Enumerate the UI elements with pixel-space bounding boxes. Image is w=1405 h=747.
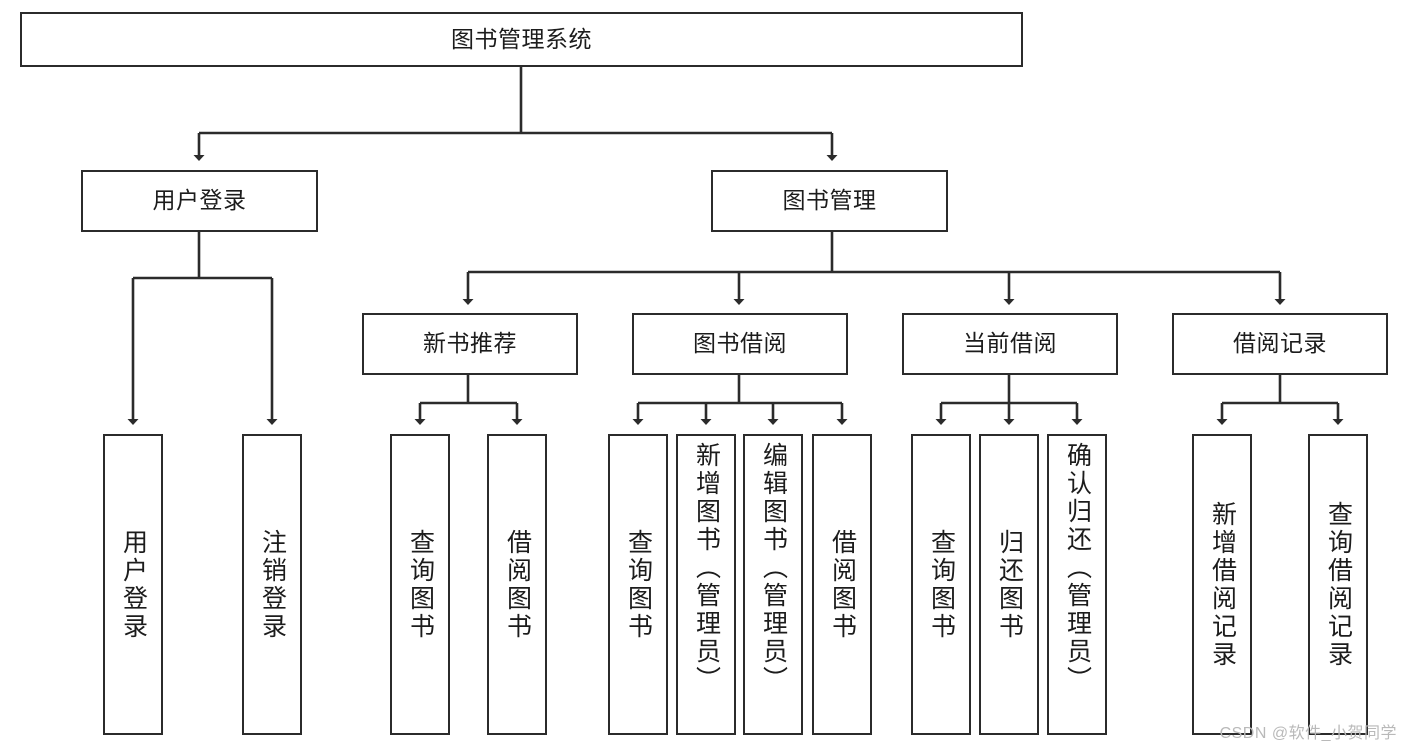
leaf-new-book-query[interactable]: 查询图书 <box>390 434 450 735</box>
leaf-user-login-logout[interactable]: 注销登录 <box>242 434 302 735</box>
node-label: 归还图书 <box>995 528 1024 641</box>
node-label: 用户登录 <box>119 528 148 641</box>
leaf-new-book-borrow[interactable]: 借阅图书 <box>487 434 547 735</box>
node-book-borrow[interactable]: 图书借阅 <box>632 313 848 375</box>
node-label: 借阅图书 <box>828 528 857 641</box>
node-label: 注销登录 <box>258 528 287 641</box>
node-label: 借阅图书 <box>503 528 532 641</box>
leaf-borrow-record-add[interactable]: 新增借阅记录 <box>1192 434 1252 735</box>
node-label: 图书管理系统 <box>451 25 592 52</box>
node-user-login[interactable]: 用户登录 <box>81 170 318 232</box>
leaf-user-login-login[interactable]: 用户登录 <box>103 434 163 735</box>
node-borrow-record[interactable]: 借阅记录 <box>1172 313 1388 375</box>
leaf-current-borrow-query[interactable]: 查询图书 <box>911 434 971 735</box>
node-new-book-recommend[interactable]: 新书推荐 <box>362 313 578 375</box>
node-root-system[interactable]: 图书管理系统 <box>20 12 1023 67</box>
node-label: 查询图书 <box>927 528 956 641</box>
leaf-book-borrow-query[interactable]: 查询图书 <box>608 434 668 735</box>
leaf-current-borrow-return[interactable]: 归还图书 <box>979 434 1039 735</box>
node-label: 查询图书 <box>624 528 653 641</box>
leaf-borrow-record-query[interactable]: 查询借阅记录 <box>1308 434 1368 735</box>
node-label: 确认归还（管理员） <box>1063 442 1092 694</box>
node-label: 查询借阅记录 <box>1324 500 1353 669</box>
node-label: 查询图书 <box>406 528 435 641</box>
node-label: 图书管理 <box>782 187 877 214</box>
node-label: 编辑图书（管理员） <box>759 442 788 694</box>
node-label: 借阅记录 <box>1233 330 1327 357</box>
node-current-borrow[interactable]: 当前借阅 <box>902 313 1118 375</box>
watermark-text: CSDN @软件_小贺同学 <box>1219 725 1397 742</box>
leaf-current-borrow-confirm-return[interactable]: 确认归还（管理员） <box>1047 434 1107 735</box>
node-label: 新增图书（管理员） <box>692 442 721 694</box>
node-book-management[interactable]: 图书管理 <box>711 170 948 232</box>
leaf-book-borrow-add[interactable]: 新增图书（管理员） <box>676 434 736 735</box>
leaf-book-borrow-borrow[interactable]: 借阅图书 <box>812 434 872 735</box>
node-label: 新书推荐 <box>423 330 517 357</box>
node-label: 用户登录 <box>152 187 247 214</box>
leaf-book-borrow-edit[interactable]: 编辑图书（管理员） <box>743 434 803 735</box>
node-label: 新增借阅记录 <box>1208 500 1237 669</box>
node-label: 当前借阅 <box>963 330 1057 357</box>
node-label: 图书借阅 <box>693 330 787 357</box>
